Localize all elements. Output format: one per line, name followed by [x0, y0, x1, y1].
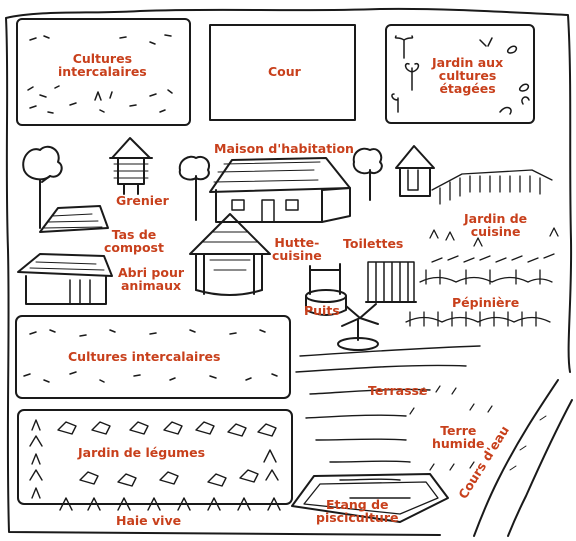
- label-jardin-cuisine: Jardin de cuisine: [464, 212, 527, 238]
- label-etang-line2: pisciculture: [316, 510, 399, 525]
- granary-icon: [109, 137, 153, 195]
- fish-pond-icon: [291, 473, 449, 523]
- label-cultures-top: Cultures intercalaires: [58, 52, 147, 78]
- cultures-top-plot: [16, 18, 191, 126]
- label-tas-compost-line1: Tas de: [111, 227, 157, 242]
- vegetable-garden-plot: [17, 409, 293, 505]
- cultures-top-marks: [27, 34, 173, 114]
- label-maison: Maison d'habitation: [214, 141, 354, 156]
- label-cultures-top-line1: Cultures: [72, 51, 133, 66]
- label-terre-humide-line2: humide: [432, 436, 485, 451]
- homestead-boundary: [5, 7, 573, 536]
- label-hutte-cuisine-line1: Hutte-: [274, 235, 320, 250]
- label-grenier: Grenier: [116, 193, 169, 208]
- kitchen-garden-plot: [429, 169, 559, 263]
- label-etang: Etang de pisciculture: [316, 498, 398, 524]
- jardin-etages-plot: [385, 24, 535, 124]
- label-jardin-etages: Jardin aux cultures étagées: [432, 56, 503, 95]
- label-haie-vive: Haie vive: [116, 513, 182, 528]
- label-abri-line2: animaux: [120, 278, 182, 293]
- hedge-plants: [29, 419, 281, 511]
- label-cultures-mid: Cultures intercalaires: [68, 349, 221, 364]
- cultures-mid-plot: [15, 315, 291, 399]
- toilets-icon: [365, 261, 417, 303]
- kitchen-hut-icon: [189, 213, 271, 296]
- label-puits: Puits: [304, 303, 340, 318]
- label-abri: Abri pour animaux: [118, 266, 184, 292]
- cour-box: [209, 24, 356, 121]
- label-jardin-legumes: Jardin de légumes: [78, 445, 206, 460]
- label-jardin-cuisine-line1: Jardin de: [464, 211, 528, 226]
- jardin-etages-plants: [391, 35, 530, 115]
- label-cour: Cour: [268, 64, 301, 79]
- label-abri-line1: Abri pour: [118, 265, 185, 280]
- label-cultures-top-line2: intercalaires: [58, 64, 147, 79]
- round-hut-icon: [395, 145, 435, 197]
- label-jardin-cuisine-line2: cuisine: [470, 224, 521, 239]
- animal-shelter-icon: [17, 253, 113, 305]
- label-tas-compost-line2: compost: [104, 240, 164, 255]
- label-terre-humide-line1: Terre: [440, 423, 477, 438]
- tree-right-icon: [352, 147, 383, 201]
- label-jardin-etages-line2: cultures: [438, 68, 497, 83]
- wetland-marks: [409, 385, 493, 471]
- label-hutte-cuisine-line2: cuisine: [272, 248, 322, 263]
- compost-heap-icon: [39, 205, 109, 233]
- cultures-mid-marks: [23, 329, 278, 383]
- label-etang-line1: Etang de: [325, 497, 389, 512]
- label-pepiniere: Pépinière: [452, 295, 520, 310]
- vegetable-garden-plants: [57, 421, 277, 487]
- stream-icon: [473, 379, 573, 537]
- label-hutte-cuisine: Hutte- cuisine: [272, 236, 322, 262]
- tree-left-icon: [22, 145, 63, 229]
- terrace-lines: [295, 345, 481, 499]
- label-jardin-etages-line1: Jardin aux: [432, 55, 504, 70]
- label-terrasse: Terrasse: [368, 383, 428, 398]
- house-icon: [209, 157, 351, 223]
- label-jardin-etages-line3: étagées: [439, 81, 496, 96]
- windmill-icon: [337, 303, 379, 351]
- label-tas-compost: Tas de compost: [104, 228, 164, 254]
- well-icon: [305, 263, 347, 316]
- tree-house-icon: [178, 155, 210, 221]
- label-toilettes: Toilettes: [343, 236, 404, 251]
- nursery-plot: [405, 269, 553, 327]
- label-terre-humide: Terre humide: [432, 424, 485, 450]
